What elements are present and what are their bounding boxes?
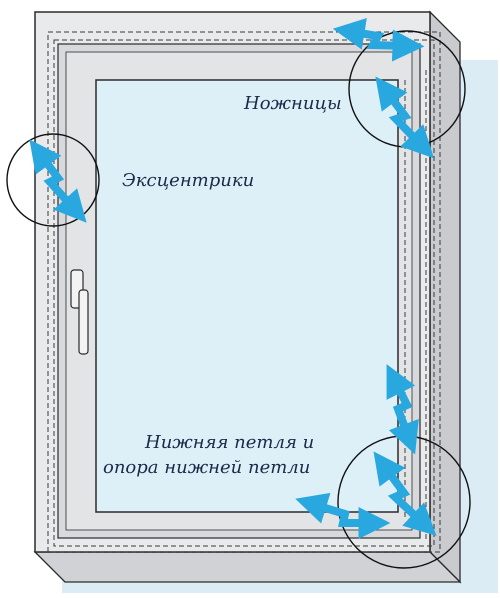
double-headed-arrow-icon	[386, 364, 419, 455]
label-bottom-hinge-line1: Нижняя петля и	[144, 432, 314, 453]
label-bottom-hinge-line2: опора нижней петли	[103, 457, 310, 478]
window-glass	[95, 79, 399, 513]
eccentrics-circle	[6, 133, 100, 227]
double-headed-arrow-icon	[373, 451, 437, 536]
double-headed-arrow-icon	[29, 139, 87, 223]
window-handle-icon	[70, 269, 89, 355]
double-headed-arrow-icon	[332, 18, 425, 62]
double-headed-arrow-icon	[375, 76, 435, 159]
adjustment-arrows	[29, 18, 437, 539]
label-eccentrics: Эксцентрики	[122, 170, 254, 191]
double-headed-arrow-icon	[295, 492, 391, 539]
label-scissors: Ножницы	[243, 93, 342, 114]
